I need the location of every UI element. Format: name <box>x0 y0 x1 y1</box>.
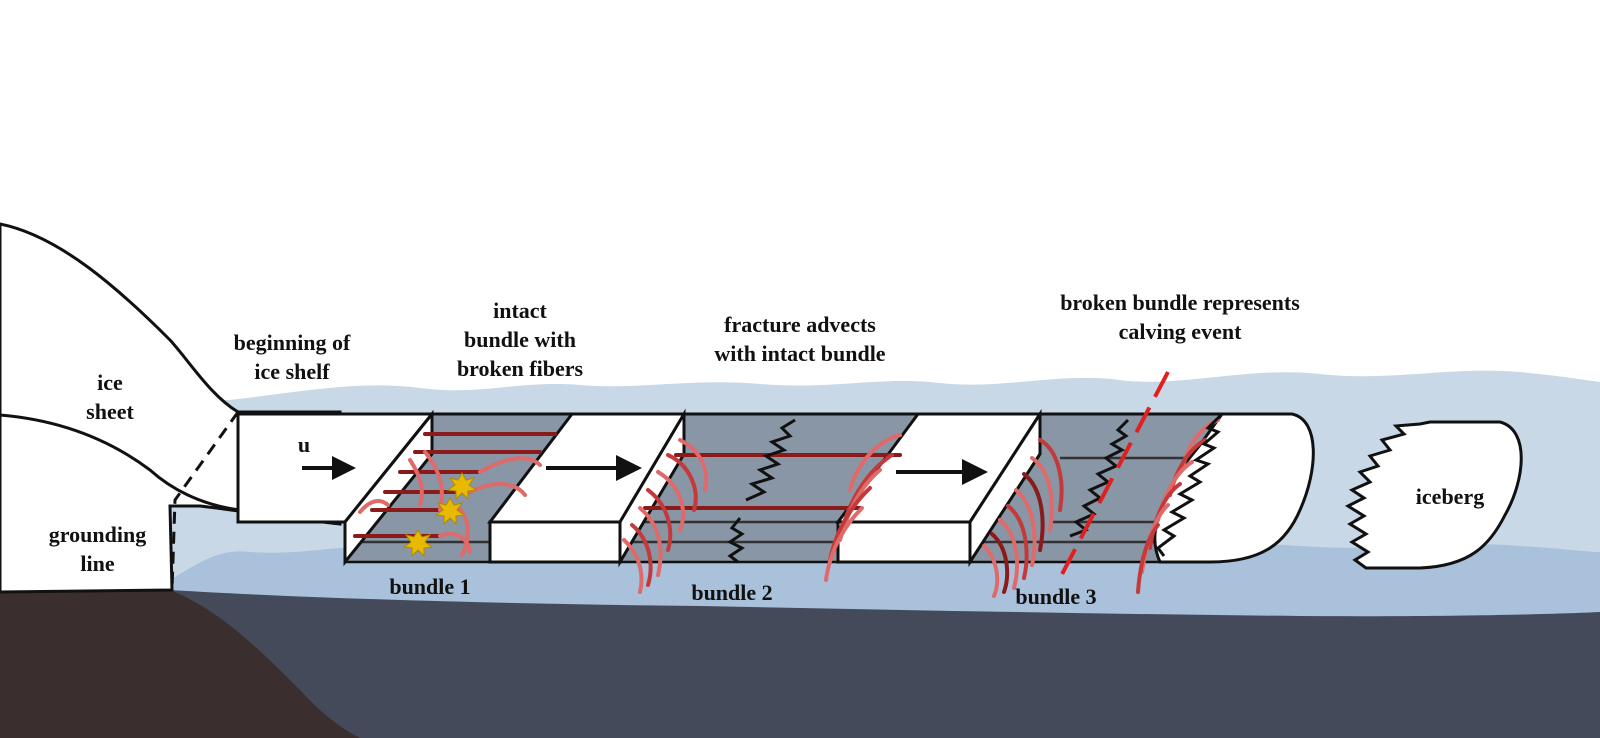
label-grounding-line: grounding line <box>30 520 165 578</box>
ice-block-3 <box>835 408 1043 568</box>
label-beginning-of-ice-shelf: beginning of ice shelf <box>212 328 372 386</box>
grounding-line-dashed <box>170 411 240 591</box>
flow-arrow-3 <box>896 459 988 485</box>
bundle-3-fracture <box>1069 418 1130 538</box>
label-intact-line-3: broken fibers <box>456 356 584 381</box>
label-fracture-line-2: with intact bundle <box>714 341 886 366</box>
label-intact-line-1: intact <box>493 298 547 323</box>
damage-stars <box>402 471 478 558</box>
ice-sheet-internal-line <box>0 413 341 517</box>
label-bundle-3: bundle 3 <box>1015 584 1097 609</box>
label-bundle-2: bundle 2 <box>691 580 773 605</box>
label-fracture-line-1: fracture advects <box>724 312 876 337</box>
bundle-4-fracture <box>1155 412 1224 557</box>
label-ice-sheet: ice sheet <box>70 368 150 426</box>
bundle-2-fibers <box>622 433 902 594</box>
label-velocity-u: u <box>297 432 311 457</box>
seafloor <box>170 590 1600 738</box>
label-bundle-1: bundle 1 <box>389 574 471 599</box>
flow-arrow-1 <box>302 456 356 480</box>
bundle-2-fracture <box>727 418 796 564</box>
bedrock <box>0 590 360 738</box>
label-beginning-line-1: beginning of <box>233 330 351 355</box>
label-grounding-line-1: grounding <box>48 522 147 547</box>
label-beginning-line-2: ice shelf <box>254 359 330 384</box>
bundle-3-fibers <box>982 418 1220 598</box>
label-iceberg: iceberg <box>1415 484 1485 509</box>
label-broken-bundle: broken bundle represents calving event <box>1025 288 1335 346</box>
iceberg-shape <box>1344 420 1523 570</box>
label-intact-line-2: bundle with <box>464 327 576 352</box>
label-fracture-advects: fracture advects with intact bundle <box>690 310 910 368</box>
label-broken-line-1: broken bundle represents <box>1060 290 1300 315</box>
label-broken-line-2: calving event <box>1118 319 1242 344</box>
label-ice-sheet-line-2: sheet <box>86 399 134 424</box>
flow-arrow-2 <box>546 455 642 481</box>
label-grounding-line-2: line <box>80 551 115 576</box>
label-intact-bundle: intact bundle with broken fibers <box>430 296 610 383</box>
label-ice-sheet-line-1: ice <box>97 370 123 395</box>
